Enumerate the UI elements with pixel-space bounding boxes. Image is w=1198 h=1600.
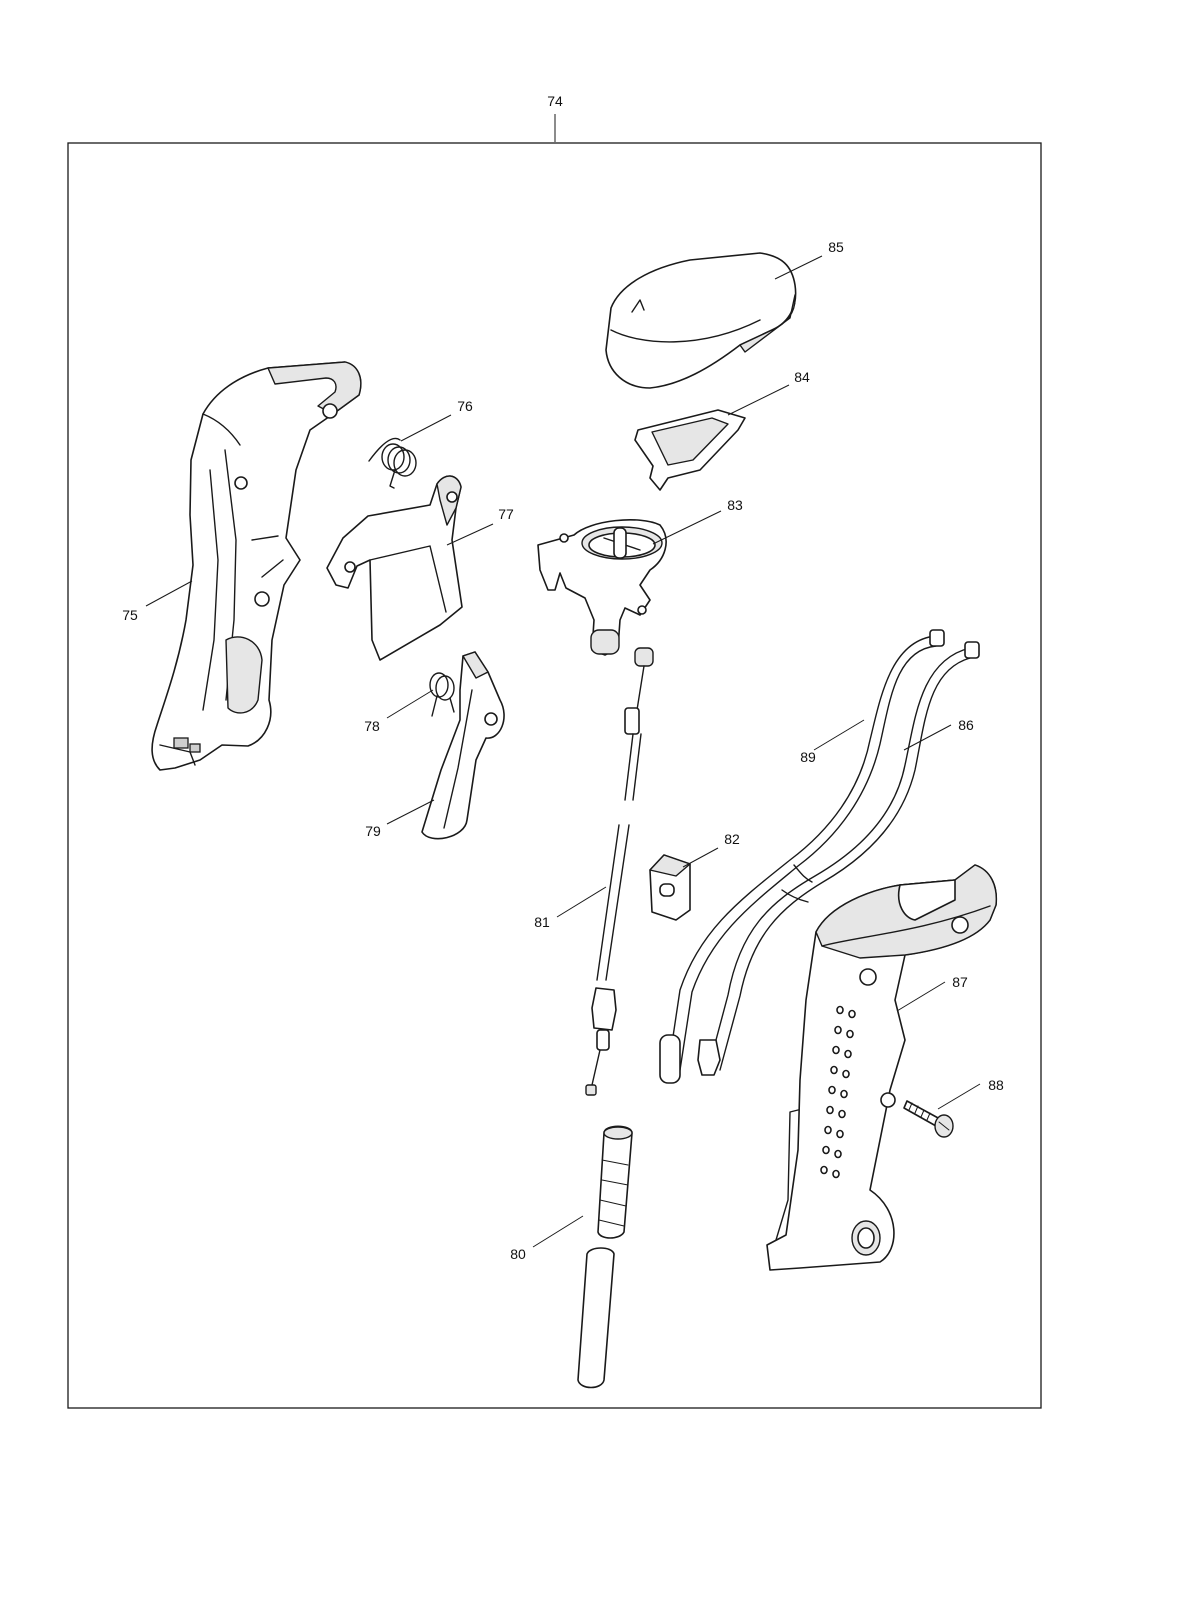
part-89-wire: [659, 629, 945, 1084]
leader-81: [556, 886, 607, 918]
leader-77: [446, 523, 494, 546]
part-77-lockout-lever: [326, 475, 463, 661]
part-79-throttle-trigger: [421, 651, 505, 840]
part-82-cable-clamp: [649, 854, 691, 921]
leader-80: [532, 1215, 584, 1248]
callout-75-label: 75: [122, 607, 138, 623]
callout-74-label: 74: [547, 93, 563, 109]
callout-89-label: 89: [800, 749, 816, 765]
part-80-tube: [577, 1125, 633, 1389]
part-87-grip-holes: [820, 1005, 856, 1179]
callout-87-label: 87: [952, 974, 968, 990]
leader-86: [903, 724, 952, 751]
leader-79: [386, 799, 435, 825]
part-88-screw: [903, 1100, 954, 1138]
part-83-throttle-guide: [537, 519, 667, 656]
assembly-74: 74: [67, 93, 1042, 1409]
part-81-throttle-cable: [585, 647, 654, 1096]
part-75-handle-housing-left: [151, 361, 362, 771]
leader-88: [937, 1083, 981, 1110]
callout-88-label: 88: [988, 1077, 1004, 1093]
part-76-torsion-spring: [368, 437, 417, 489]
callout-80-label: 80: [510, 1246, 526, 1262]
leader-78: [386, 689, 434, 719]
part-75-boss-low: [254, 591, 270, 607]
callout-77-label: 77: [498, 506, 514, 522]
callout-82-label: 82: [724, 831, 740, 847]
part-89-wire-end: [929, 629, 945, 647]
leader-85: [774, 255, 823, 280]
callout-81-label: 81: [534, 914, 550, 930]
callout-83-label: 83: [727, 497, 743, 513]
part-78-spring: [429, 672, 455, 717]
part-75-boss-top: [322, 403, 338, 419]
leader-75: [145, 580, 193, 607]
part-86-wire-terminal: [697, 1039, 721, 1076]
part-86-wire-end: [964, 641, 980, 659]
callout-labels: 75 76 77 78 79 80 81 82 83 84 85 86 87 8…: [122, 239, 1004, 1262]
leader-83: [652, 510, 722, 545]
callout-79-label: 79: [365, 823, 381, 839]
leader-76: [400, 414, 452, 442]
part-85-cover: [605, 252, 797, 389]
part-87-handle-housing-right: [766, 864, 998, 1271]
callout-86-label: 86: [958, 717, 974, 733]
part-84-clip: [634, 409, 746, 491]
callout-78-label: 78: [364, 718, 380, 734]
part-86-wire: [697, 641, 980, 1076]
callout-84-label: 84: [794, 369, 810, 385]
part-75-boss-mid: [234, 476, 248, 490]
callout-76-label: 76: [457, 398, 473, 414]
callout-85-label: 85: [828, 239, 844, 255]
callout-leaders: [145, 255, 981, 1248]
leader-84: [727, 384, 790, 416]
leader-82: [682, 847, 719, 868]
assembly-frame: [67, 142, 1042, 1409]
leader-87: [896, 981, 946, 1012]
part-89-wire-terminal: [659, 1034, 681, 1084]
leader-89: [813, 719, 865, 751]
